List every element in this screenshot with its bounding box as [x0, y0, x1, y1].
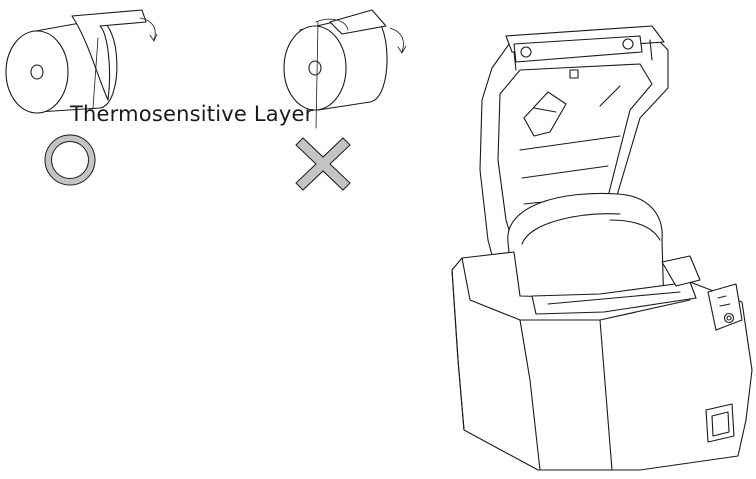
- printer-icon: [451, 25, 753, 471]
- thermosensitive-layer-label: Thermosensitive Layer: [70, 102, 314, 126]
- paper-roll-incorrect-icon: [283, 9, 407, 129]
- cross-mark-icon: [295, 137, 351, 191]
- paper-roll-correct-icon: [5, 9, 158, 114]
- circle-mark-icon: [44, 134, 96, 186]
